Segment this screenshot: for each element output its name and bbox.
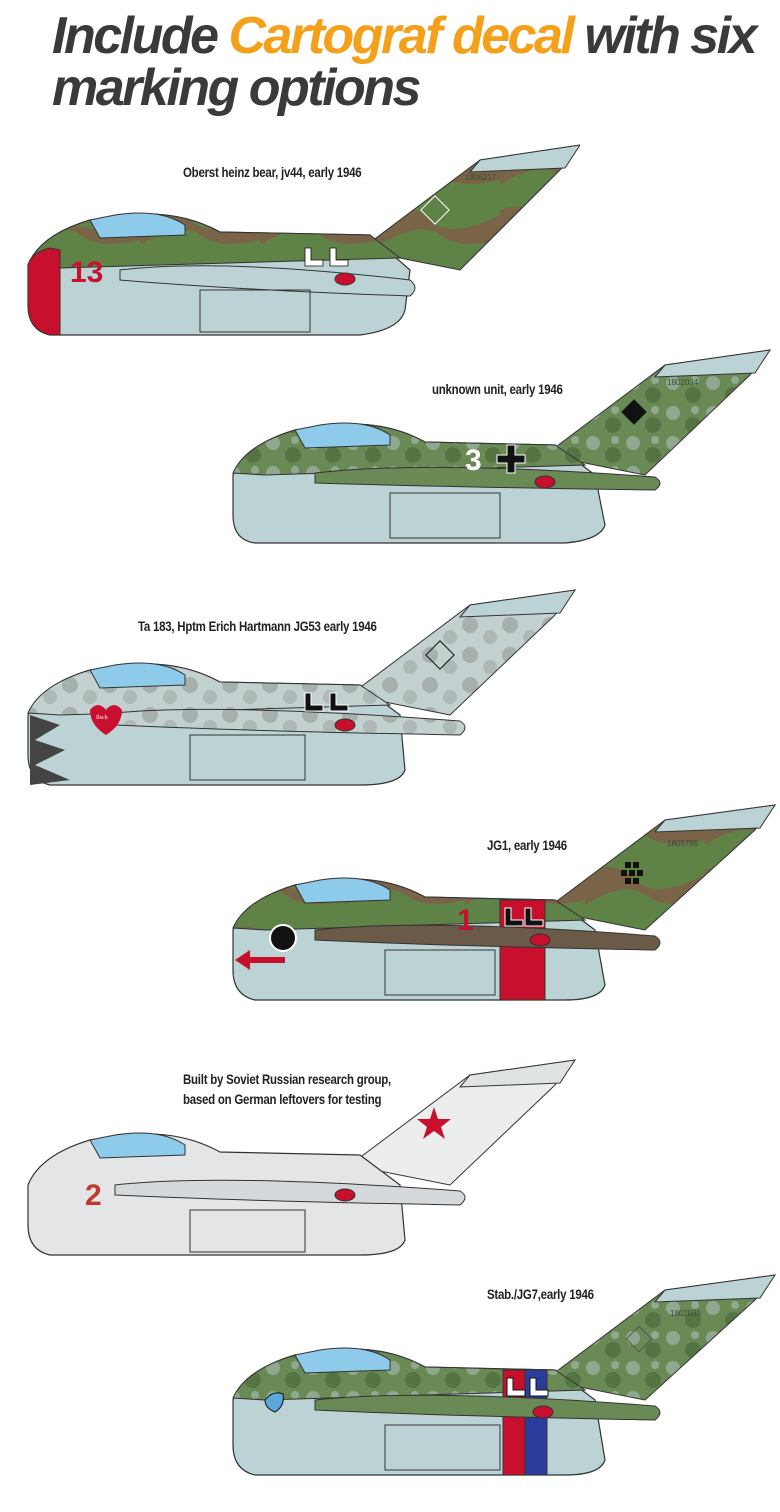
serial-number: 1802035 bbox=[670, 1309, 702, 1318]
serial-number: 1806217 bbox=[465, 173, 497, 182]
fin-cross-icon bbox=[420, 195, 450, 225]
balkenkreuz-icon bbox=[506, 1377, 549, 1397]
caption-option-4: JG1, early 1946 bbox=[487, 837, 567, 853]
caption-option-6: Stab./JG7,early 1946 bbox=[487, 1286, 594, 1302]
nose-arrow-icon bbox=[235, 950, 285, 970]
aircraft-option-3: Ilsch bbox=[27, 589, 577, 786]
aircraft-option-4: 1 1805789 bbox=[232, 804, 777, 1001]
unit-emblem-icon bbox=[269, 924, 297, 952]
heart-emblem-icon bbox=[90, 705, 122, 735]
aircraft-option-5: 2 bbox=[27, 1059, 577, 1256]
page-headline: Include Cartograf decal with six marking… bbox=[52, 10, 772, 114]
tactical-number: 3 bbox=[465, 444, 482, 477]
tactical-number: 2 bbox=[85, 1179, 102, 1212]
fin-cross-icon bbox=[625, 1325, 653, 1353]
serial-number: 1802034 bbox=[667, 378, 699, 387]
tactical-number: 1 bbox=[457, 904, 474, 937]
balkenkreuz-icon bbox=[304, 247, 349, 267]
headline-part2: with six bbox=[572, 7, 757, 65]
caption-option-5-line1: Built by Soviet Russian research group, bbox=[183, 1071, 391, 1087]
fin-cross-icon bbox=[425, 640, 455, 670]
aircraft-option-1: 13 1806217 bbox=[27, 144, 580, 336]
tactical-number: 13 bbox=[70, 256, 103, 289]
caption-option-1: Oberst heinz bear, jv44, early 1946 bbox=[183, 164, 362, 180]
aircraft-option-2: 3 1802034 bbox=[232, 349, 772, 544]
headline-part1: Include bbox=[52, 7, 229, 65]
caption-option-5-line2: based on German leftovers for testing bbox=[183, 1091, 382, 1107]
aircraft-option-6: 1802035 bbox=[232, 1274, 777, 1476]
balkenkreuz-icon bbox=[496, 444, 526, 474]
fin-cross-icon bbox=[621, 399, 647, 425]
heart-emblem-text: Ilsch bbox=[96, 715, 108, 721]
red-star-icon bbox=[417, 1107, 451, 1139]
balkenkreuz-icon bbox=[504, 907, 544, 927]
unit-emblem-icon bbox=[264, 1392, 284, 1413]
headline-accent: Cartograf decal bbox=[228, 7, 574, 65]
fin-checker-icon bbox=[621, 862, 643, 884]
caption-option-2: unknown unit, early 1946 bbox=[432, 381, 563, 397]
tulip-nose bbox=[30, 715, 70, 785]
caption-option-3: Ta 183, Hptm Erich Hartmann JG53 early 1… bbox=[138, 618, 377, 634]
balkenkreuz-icon bbox=[304, 692, 349, 712]
headline-line2: marking options bbox=[52, 59, 421, 117]
serial-number: 1805789 bbox=[667, 839, 699, 848]
